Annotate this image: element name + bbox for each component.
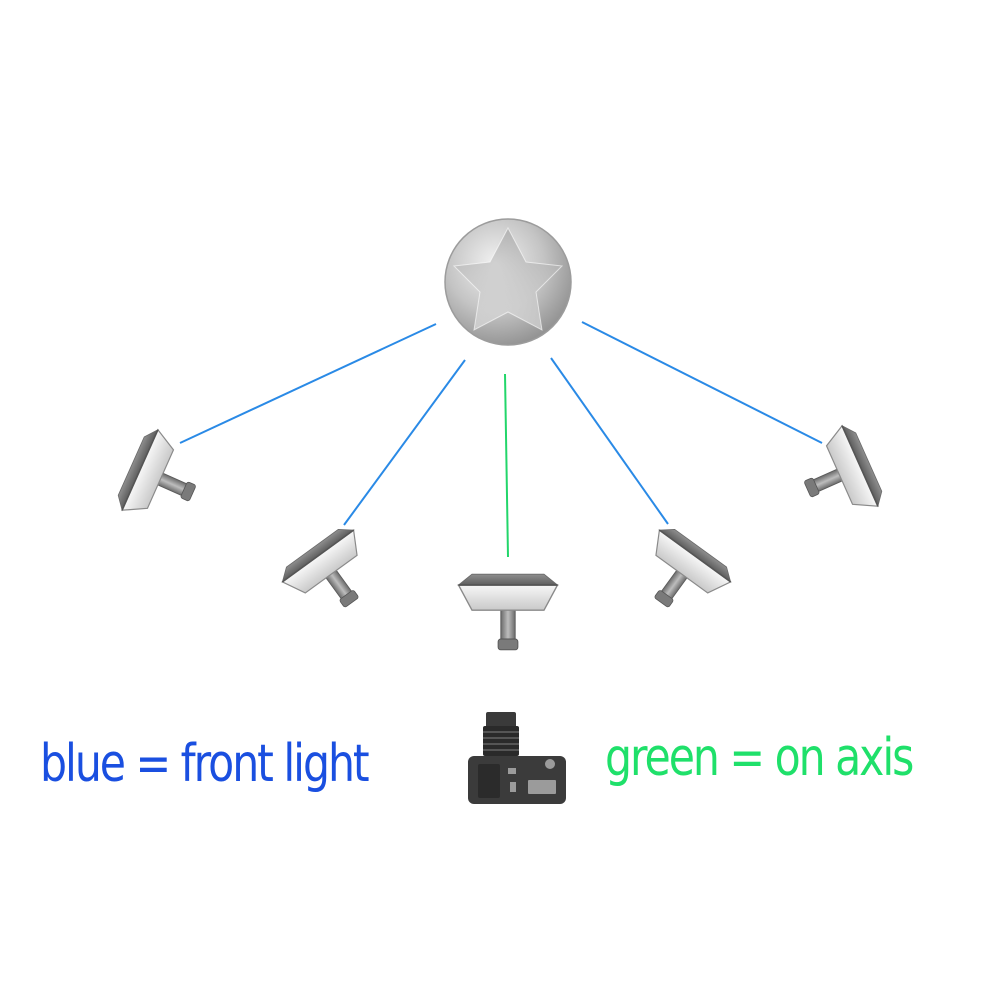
front-light-beam-far-left: [179, 323, 437, 444]
star-sphere-icon: [444, 218, 572, 346]
front-light-beam-right: [550, 357, 669, 525]
light-fixture-icon: [788, 421, 888, 531]
legend-on-axis: green = on axis: [605, 728, 914, 788]
light-fixture-icon: [112, 425, 212, 535]
legend-front-light: blue = front light: [40, 734, 370, 794]
front-light-beam-far-right: [581, 321, 823, 444]
on-axis-beam: [504, 373, 509, 558]
light-fixture-icon: [624, 521, 738, 630]
front-light-beam-left: [343, 359, 466, 526]
light-fixture-icon: [457, 573, 559, 651]
camera-icon: [468, 712, 566, 804]
beam-lines: [179, 321, 823, 558]
light-fixture-icon: [275, 521, 389, 630]
